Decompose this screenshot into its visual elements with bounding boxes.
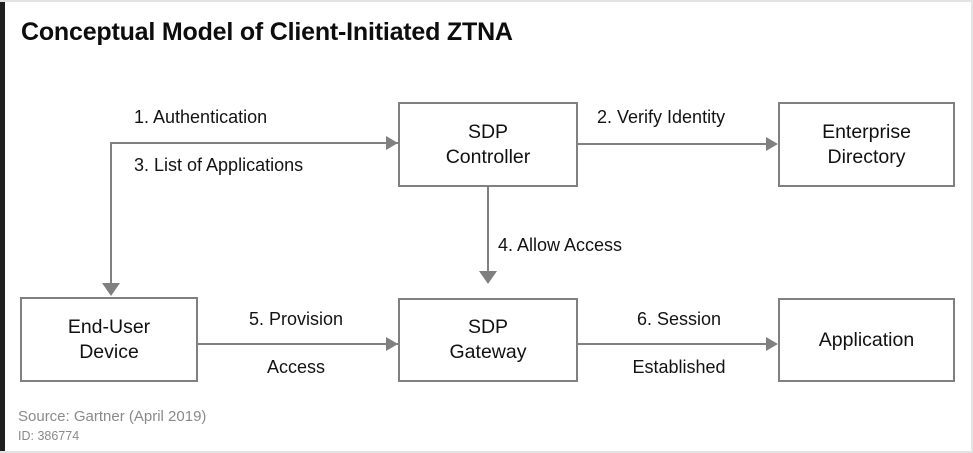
- edge-label-provision-access-line1: 5. Provision: [248, 309, 344, 330]
- edge-label-session-established-line1: 6. Session: [636, 309, 722, 330]
- footer-id: ID: 386774: [18, 428, 80, 443]
- edge-label-authentication: 1. Authentication 3. List of Application…: [134, 81, 303, 202]
- connector-allow-access-line: [487, 187, 489, 273]
- footer: Source: Gartner (April 2019) ID: 386774: [18, 408, 206, 444]
- node-application-line1: Application: [818, 328, 915, 351]
- node-enterprise-directory[interactable]: Enterprise Directory: [778, 102, 955, 187]
- node-sdp-controller[interactable]: SDP Controller: [398, 102, 578, 187]
- connector-session-established-line: [578, 343, 768, 345]
- connector-provision-access-arrowhead: [386, 337, 398, 351]
- node-sdp-gateway[interactable]: SDP Gateway: [398, 298, 578, 382]
- connector-verify-identity-line: [578, 143, 768, 145]
- connector-verify-identity-arrowhead: [766, 137, 778, 151]
- node-end-user-device-line1: End-User: [67, 315, 151, 338]
- node-end-user-device[interactable]: End-User Device: [20, 297, 198, 382]
- node-sdp-controller-line2: Controller: [445, 145, 531, 168]
- node-enterprise-directory-line1: Enterprise: [822, 120, 911, 143]
- node-sdp-gateway-line1: SDP: [467, 316, 509, 339]
- left-accent-bar: [0, 2, 5, 451]
- edge-label-verify-identity: 2. Verify Identity: [597, 107, 726, 127]
- edge-label-allow-access: 4. Allow Access: [498, 235, 623, 255]
- node-enterprise-directory-line2: Directory: [827, 145, 906, 168]
- connector-provision-access-line: [198, 343, 398, 345]
- edge-label-list-of-applications: 3. List of Applications: [134, 155, 304, 176]
- connector-allow-access-arrowhead: [479, 271, 497, 284]
- node-sdp-gateway-line2: Gateway: [449, 341, 527, 363]
- node-sdp-controller-line1: SDP: [467, 120, 509, 143]
- connector-applist-vertical: [110, 142, 112, 285]
- edge-label-provision-access: 5. Provision Access: [212, 283, 380, 404]
- edge-label-session-established-line2: Established: [632, 357, 726, 378]
- node-end-user-device-line2: Device: [79, 340, 139, 363]
- node-application[interactable]: Application: [778, 298, 955, 382]
- connector-auth-arrowhead: [386, 136, 398, 150]
- connector-session-established-arrowhead: [766, 337, 778, 351]
- footer-source: Source: Gartner (April 2019): [18, 408, 207, 425]
- edge-label-authentication-line1: 1. Authentication: [134, 107, 268, 128]
- edge-label-session-established: 6. Session Established: [596, 283, 762, 404]
- edge-label-provision-access-line2: Access: [266, 357, 326, 378]
- connector-auth-horizontal: [110, 142, 398, 144]
- connector-applist-arrowhead: [102, 283, 120, 296]
- page-title: Conceptual Model of Client-Initiated ZTN…: [21, 18, 513, 46]
